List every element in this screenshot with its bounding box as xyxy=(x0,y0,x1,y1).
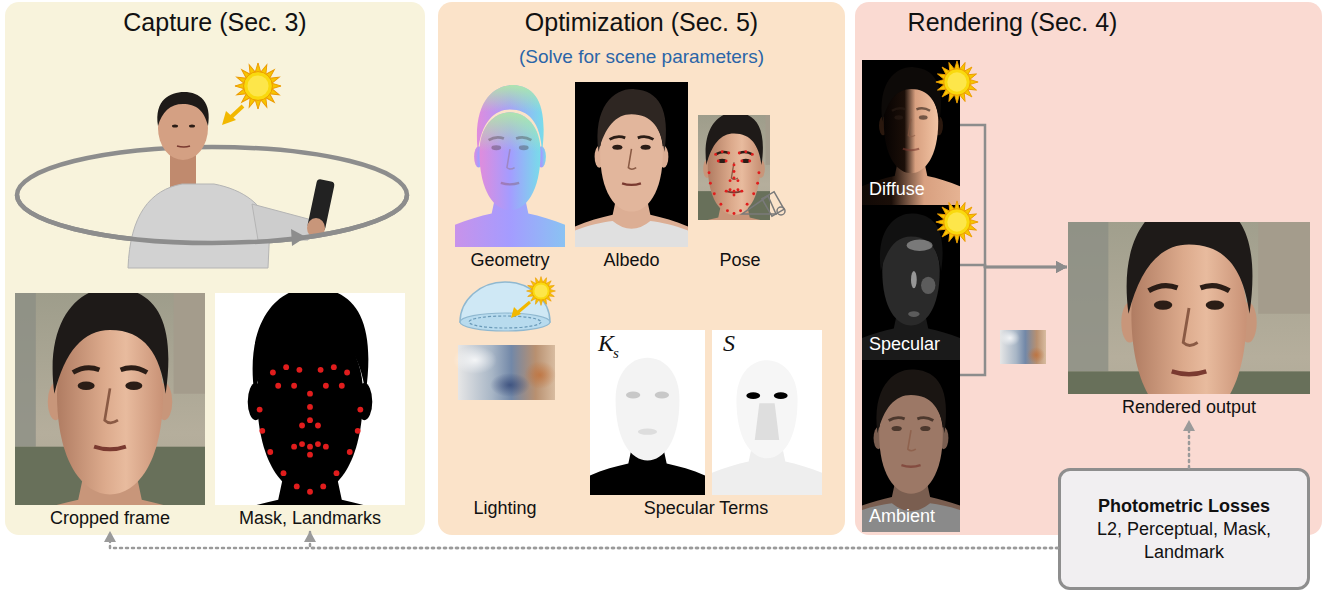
image-caption: Pose xyxy=(719,249,760,271)
environment-thumbnail xyxy=(1000,330,1046,364)
image-tile: Cropped frame xyxy=(15,293,205,529)
image-tile: Rendered output xyxy=(1068,222,1310,418)
image-caption: Albedo xyxy=(603,249,659,271)
image-caption-wrap: Rendered output xyxy=(1068,396,1310,418)
camera-icon xyxy=(742,192,785,216)
stage-panel: Optimization (Sec. 5) (Solve for scene pa… xyxy=(438,2,845,535)
panel-subtitle: (Solve for scene parameters) xyxy=(519,46,764,68)
image-caption: Specular Terms xyxy=(644,497,769,519)
arrow-head xyxy=(1056,261,1067,273)
arrow-head xyxy=(304,531,316,542)
flow-arrow xyxy=(960,261,1067,273)
image-caption-wrap: Cropped frame xyxy=(15,507,205,529)
map-symbol-wrap: K xyxy=(598,330,614,357)
stage-panel: Capture (Sec. 3) Cropped frame Mask, Landm… xyxy=(5,2,425,535)
specular-image xyxy=(767,113,1054,472)
image-tile: Pose xyxy=(690,82,790,271)
panel-title: Optimization (Sec. 5) xyxy=(525,8,758,37)
feedback-arrow xyxy=(104,531,1058,548)
flow-arrow xyxy=(960,261,1067,375)
arrow-head xyxy=(104,531,116,542)
layer-caption: Diffuse xyxy=(869,178,925,200)
render-layer: Specular xyxy=(862,205,960,360)
layer-caption: Ambient xyxy=(869,505,935,527)
cropped-frame-image xyxy=(0,102,375,596)
render-layer: Diffuse xyxy=(862,60,960,205)
image-tile: Lighting xyxy=(450,285,560,519)
image-tile: Mask, Landmarks xyxy=(215,293,405,529)
image-tile: Specular Terms Ks S xyxy=(590,330,822,519)
image-tile: Albedo xyxy=(575,82,688,271)
connector-line xyxy=(110,531,1058,548)
map-symbol-wrap: s xyxy=(613,344,619,362)
image-caption-wrap: Lighting xyxy=(450,497,560,519)
lighting-figure xyxy=(453,277,556,400)
feedback-arrow xyxy=(1183,420,1195,468)
loss-list: L2, Perceptual, Mask, Landmark xyxy=(1089,518,1279,564)
rendered-image xyxy=(901,0,1322,596)
image-caption: Rendered output xyxy=(1122,396,1256,418)
image-caption: Lighting xyxy=(473,497,536,519)
connector-line xyxy=(960,267,1067,375)
panel-title: Capture (Sec. 3) xyxy=(123,8,306,37)
geometry-image xyxy=(418,85,601,259)
image-caption: Mask, Landmarks xyxy=(239,507,381,529)
panel-title-wrap: Optimization (Sec. 5) xyxy=(438,8,845,37)
ambient-image xyxy=(752,258,1071,596)
image-tile: Geometry xyxy=(455,82,565,271)
panel-subtitle-wrap: (Solve for scene parameters) xyxy=(438,46,845,68)
capture-figure xyxy=(17,63,407,268)
arrow-head xyxy=(1183,420,1195,431)
pose-image xyxy=(603,21,866,349)
arrow-head xyxy=(1056,261,1067,273)
connector-line xyxy=(960,265,1067,267)
flow-arrow xyxy=(960,125,1067,273)
image-caption: Geometry xyxy=(470,249,549,271)
albedo-image xyxy=(475,0,789,372)
image-caption-wrap: Mask, Landmarks xyxy=(215,507,405,529)
map-symbol: s xyxy=(613,345,619,362)
loss-title: Photometric Losses xyxy=(1089,495,1279,518)
map-symbol-wrap: S xyxy=(723,330,735,357)
render-layer: Ambient xyxy=(862,360,960,532)
panel-title-wrap: Capture (Sec. 3) xyxy=(5,8,425,37)
map-symbol: K xyxy=(598,330,614,357)
image-caption-wrap: Specular Terms xyxy=(590,497,822,519)
image-caption-wrap: Geometry xyxy=(455,249,565,271)
ks-map xyxy=(488,224,807,596)
layer-caption: Specular xyxy=(869,333,940,355)
s-map xyxy=(614,232,920,596)
connector-line xyxy=(960,125,1067,267)
layer-caption-wrap: Ambient xyxy=(869,505,935,527)
panel-title: Rendering (Sec. 4) xyxy=(908,8,1118,37)
connector-line xyxy=(310,531,1058,548)
sun-icon xyxy=(936,201,978,243)
image-caption: Cropped frame xyxy=(50,507,170,529)
feedback-arrow xyxy=(304,531,1058,548)
stage-panel: Rendering (Sec. 4) DiffuseSpecularAmbient… xyxy=(855,2,1322,535)
loss-text-group: Photometric LossesL2, Perceptual, Mask, … xyxy=(1089,495,1279,564)
sun-icon xyxy=(936,61,978,103)
diffuse-image xyxy=(775,0,1047,312)
mask-image xyxy=(45,102,575,596)
layer-caption-wrap: Diffuse xyxy=(869,178,925,200)
image-caption-wrap: Albedo xyxy=(575,249,688,271)
panel-title-wrap: Rendering (Sec. 4) xyxy=(855,8,1170,37)
connector-line xyxy=(1188,420,1191,468)
layer-caption-wrap: Specular xyxy=(869,333,940,355)
image-caption-wrap: Pose xyxy=(690,249,790,271)
map-symbol: S xyxy=(723,330,735,357)
loss-box: Photometric LossesL2, Perceptual, Mask, … xyxy=(1058,468,1310,590)
arrow-head xyxy=(1056,261,1067,273)
